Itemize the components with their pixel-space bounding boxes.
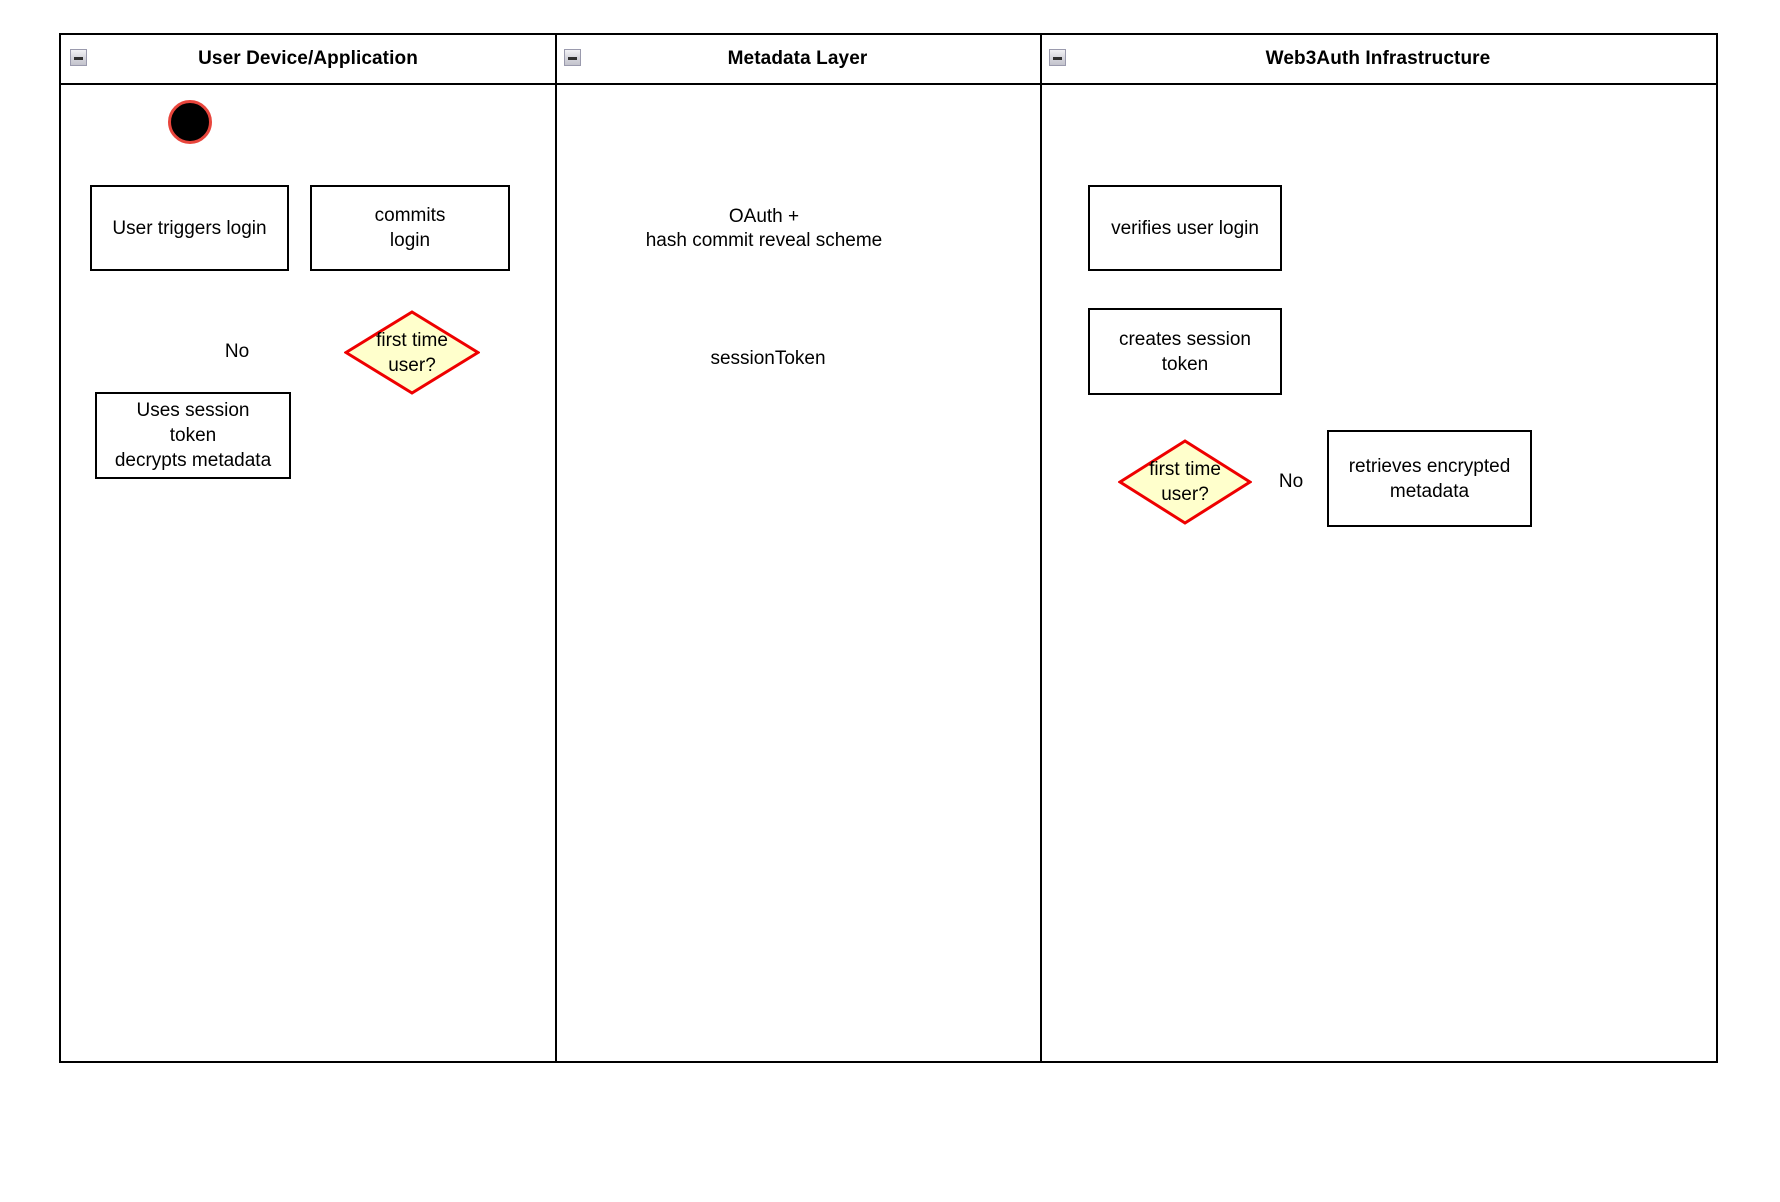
- task-uses-session-token[interactable]: Uses session token decrypts metadata: [95, 392, 291, 479]
- lane-header-user-device: User Device/Application: [61, 35, 555, 85]
- lane-header-metadata-layer: Metadata Layer: [555, 35, 1040, 85]
- decision-label: first time user?: [376, 329, 448, 376]
- edge-label-session-token: sessionToken: [700, 347, 836, 371]
- task-retrieves-encrypted-metadata[interactable]: retrieves encrypted metadata: [1327, 430, 1532, 527]
- edge-label-session-token-text: sessionToken: [710, 348, 826, 369]
- task-label: retrieves encrypted metadata: [1348, 455, 1511, 502]
- edge-label-oauth-line1: OAuth +: [728, 206, 800, 227]
- lane-divider-2: [1040, 35, 1042, 1061]
- diamond-shape: [1118, 439, 1252, 525]
- decision-label: first time user?: [1149, 459, 1221, 505]
- task-commits-login[interactable]: commits login: [310, 185, 510, 271]
- lane-header-web3auth: Web3Auth Infrastructure: [1040, 35, 1716, 85]
- task-label: Uses session token decrypts metadata: [114, 400, 272, 471]
- edge-label-oauth: OAuth + hash commit reveal scheme: [628, 205, 900, 253]
- lane-title-user-device: User Device/Application: [198, 48, 418, 69]
- edge-label-no-client: No: [218, 340, 256, 364]
- collapse-minus-icon[interactable]: [564, 49, 581, 66]
- edge-label-oauth-line2: hash commit reveal scheme: [645, 230, 883, 251]
- task-user-triggers-login[interactable]: User triggers login: [90, 185, 289, 271]
- edge-label-no-server: No: [1270, 470, 1312, 494]
- start-node[interactable]: [168, 100, 212, 144]
- diamond-shape: [344, 310, 480, 395]
- lane-title-web3auth: Web3Auth Infrastructure: [1265, 48, 1491, 69]
- task-label: creates session token: [1118, 328, 1251, 375]
- lane-title-metadata-layer: Metadata Layer: [727, 48, 868, 69]
- edge-label-no-server-text: No: [1278, 471, 1304, 492]
- task-creates-session-token[interactable]: creates session token: [1088, 308, 1282, 395]
- edge-label-no-client-text: No: [224, 341, 250, 362]
- task-label: commits login: [374, 205, 446, 251]
- decision-first-time-user-client[interactable]: first time user?: [344, 310, 480, 395]
- task-label: verifies user login: [1111, 217, 1259, 239]
- collapse-minus-icon[interactable]: [70, 49, 87, 66]
- decision-first-time-user-server[interactable]: first time user?: [1118, 439, 1252, 525]
- swimlane-pool: User Device/Application Metadata Layer W…: [59, 33, 1718, 1063]
- collapse-minus-icon[interactable]: [1049, 49, 1066, 66]
- task-verifies-user-login[interactable]: verifies user login: [1088, 185, 1282, 271]
- lane-divider-1: [555, 35, 557, 1061]
- task-label: User triggers login: [112, 217, 267, 239]
